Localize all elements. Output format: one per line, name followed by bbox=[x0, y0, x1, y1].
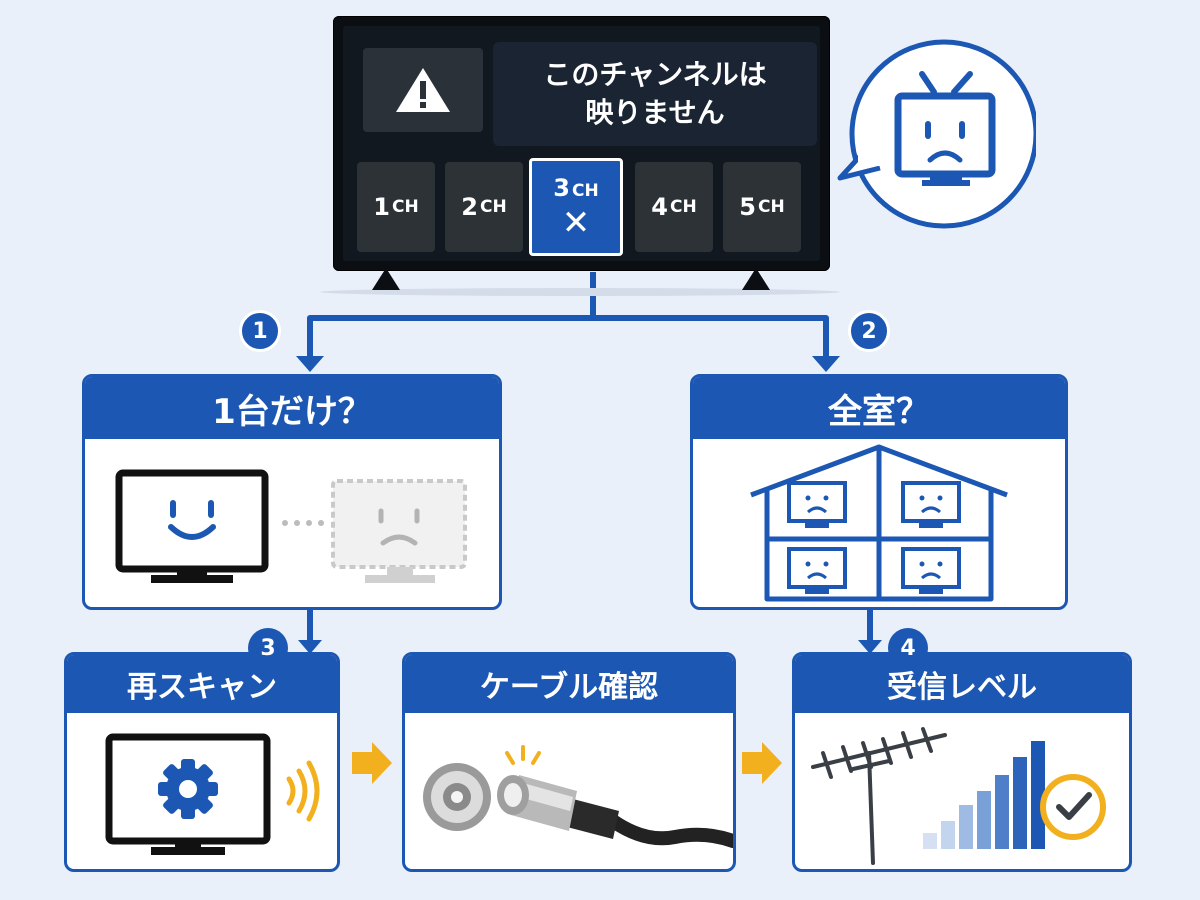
sad-tv-icon bbox=[894, 71, 996, 186]
warning-icon bbox=[396, 68, 450, 112]
channel-number: 3 bbox=[553, 174, 570, 202]
sad-room-tvs bbox=[787, 481, 961, 594]
rescan-illustration bbox=[105, 733, 320, 855]
signal-waves-icon bbox=[286, 760, 320, 822]
step-badge-3: 3 bbox=[248, 628, 288, 668]
all-rooms-card: 全室？ bbox=[690, 374, 1068, 610]
signal-bars-icon bbox=[923, 741, 1045, 849]
signal-level-illustration bbox=[811, 727, 1106, 865]
warning-box bbox=[363, 48, 483, 132]
house-icon bbox=[750, 444, 1008, 602]
cable-illustration bbox=[423, 745, 733, 848]
message-line-1: このチャンネルは bbox=[543, 58, 767, 91]
message-line-2: 映りません bbox=[585, 96, 725, 129]
unavailable-mark: ✕ bbox=[561, 203, 591, 243]
channel-number: 4 bbox=[651, 193, 668, 221]
rescan-card: 再スキャン bbox=[64, 652, 340, 872]
step-badge-2: 2 bbox=[848, 310, 890, 352]
tv-leg-right bbox=[742, 268, 770, 290]
channel-suffix: CH bbox=[669, 197, 697, 217]
single-tv-title: 1台だけ？ bbox=[85, 377, 499, 439]
ellipsis-dots bbox=[282, 520, 324, 526]
channel-suffix: CH bbox=[571, 181, 599, 201]
spark-lines bbox=[505, 745, 541, 765]
sad-tv-speech-bubble bbox=[837, 39, 1036, 229]
step-badge-4: 4 bbox=[888, 628, 928, 668]
channel-number: 5 bbox=[739, 193, 756, 221]
tv-leg-left bbox=[372, 268, 400, 290]
all-rooms-title: 全室？ bbox=[693, 377, 1065, 439]
happy-tv-icon bbox=[115, 469, 269, 583]
channel-suffix: CH bbox=[391, 197, 419, 217]
single-tv-card: 1台だけ？ bbox=[82, 374, 502, 610]
sad-gray-tv-icon bbox=[331, 479, 467, 583]
channel-number: 1 bbox=[373, 193, 390, 221]
signal-level-title: 受信レベル bbox=[795, 655, 1129, 713]
channel-number: 2 bbox=[461, 193, 478, 221]
channel-suffix: CH bbox=[757, 197, 785, 217]
single-tv-illustration bbox=[115, 469, 467, 583]
cable-check-title: ケーブル確認 bbox=[405, 655, 733, 713]
no-signal-message: このチャンネルは 映りません bbox=[493, 42, 817, 146]
channel-suffix: CH bbox=[479, 197, 507, 217]
step-badge-1: 1 bbox=[239, 310, 281, 352]
gear-icon bbox=[158, 759, 218, 819]
cable-check-card: ケーブル確認 bbox=[402, 652, 736, 872]
antenna-icon bbox=[811, 727, 947, 865]
signal-level-card: 受信レベル bbox=[792, 652, 1132, 872]
tv-shadow bbox=[320, 288, 840, 296]
rescan-title: 再スキャン bbox=[67, 655, 337, 713]
coax-plug-icon bbox=[497, 775, 733, 848]
flow-arrows bbox=[352, 742, 782, 784]
antenna-socket-icon bbox=[423, 763, 491, 831]
check-icon bbox=[1040, 774, 1106, 840]
house-illustration bbox=[750, 444, 1008, 602]
